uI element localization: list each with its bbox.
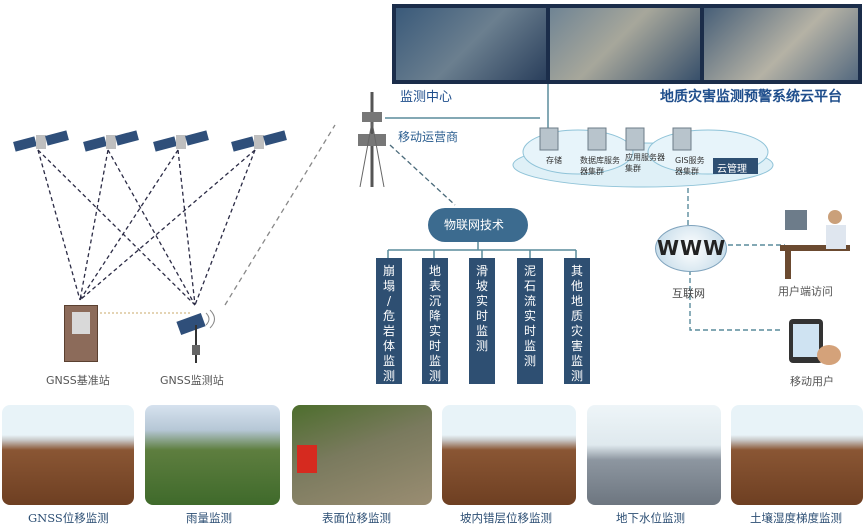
server-storage-label: 存储 <box>546 156 562 165</box>
caption-subsurface: 坡内错层位移监测 <box>460 511 552 525</box>
cloud-mgmt-label: 云管理 <box>717 164 747 175</box>
iot-label: 物联网技术 <box>444 218 505 232</box>
user-access-label: 用户端访问 <box>778 285 833 298</box>
gnss-to-tower-link <box>224 124 336 306</box>
gnss-displacement-photo <box>2 405 134 505</box>
screen-panel <box>550 8 700 80</box>
monitoring-center-screens <box>392 4 862 84</box>
satellite-icon <box>153 130 209 152</box>
screen-panel <box>704 8 858 80</box>
caption-rainfall: 雨量监测 <box>186 511 232 525</box>
satellite-links <box>37 149 256 306</box>
caption-groundwater: 地下水位监测 <box>616 511 685 525</box>
soil-moisture-photo <box>731 405 863 505</box>
groundwater-photo <box>587 405 721 505</box>
iot-column: 泥石流实时监测 <box>517 258 543 384</box>
subsurface-displacement-photo <box>442 405 576 505</box>
satellite-icon <box>13 130 69 152</box>
tower-to-iot-link <box>389 144 456 206</box>
mobile-operator-label: 移动运营商 <box>398 130 459 144</box>
monitoring-center-label: 监测中心 <box>400 90 453 105</box>
caption-surface: 表面位移监测 <box>322 511 391 525</box>
iot-column: 其他地质灾害监测 <box>564 258 590 384</box>
internet-label: 互联网 <box>672 287 705 300</box>
satellite-icon <box>231 130 287 152</box>
www-globe-icon <box>655 225 727 272</box>
desktop-user-icon <box>780 210 850 279</box>
screen-panel <box>396 8 546 80</box>
gnss-base-label: GNSS基准站 <box>46 374 110 387</box>
cloud-server-cluster <box>512 127 774 188</box>
cloud-platform-title: 地质灾害监测预警系统云平台 <box>660 89 842 105</box>
iot-column: 崩塌/危岩体监测 <box>376 258 402 384</box>
iot-column: 滑坡实时监测 <box>469 258 495 384</box>
gnss-monitor-station-icon <box>176 309 215 363</box>
server-app-label: 应用服务器集群 <box>625 153 665 173</box>
www-label: WWW <box>657 236 727 260</box>
gnss-base-station-icon <box>64 305 98 362</box>
server-gis-label: GIS服务器集群 <box>675 156 705 176</box>
mobile-user-label: 移动用户 <box>790 375 834 388</box>
gnss-monitor-label: GNSS监测站 <box>160 374 224 387</box>
caption-gnss: GNSS位移监测 <box>28 511 109 525</box>
cell-tower-icon <box>358 92 386 187</box>
server-db-label: 数据库服务器集群 <box>580 156 620 176</box>
iot-tree <box>387 240 577 258</box>
iot-cloud <box>428 208 528 242</box>
surface-displacement-photo <box>292 405 432 505</box>
cloud-to-users <box>687 180 785 331</box>
satellites <box>13 130 287 152</box>
caption-soil: 土壤湿度梯度监测 <box>750 511 842 525</box>
satellite-icon <box>83 130 139 152</box>
rainfall-photo <box>145 405 280 505</box>
iot-column: 地表沉降实时监测 <box>422 258 448 384</box>
mobile-user-icon <box>789 319 841 365</box>
